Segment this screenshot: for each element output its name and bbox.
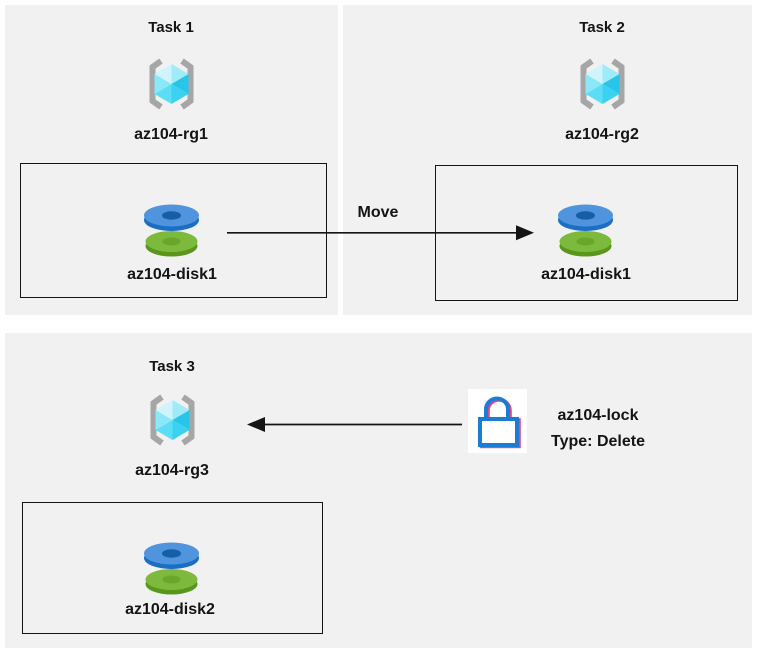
lock-name-label: az104-lock bbox=[557, 407, 639, 424]
task3-disk-box bbox=[22, 502, 323, 634]
disk-icon bbox=[557, 204, 614, 257]
lock-tile bbox=[468, 389, 527, 453]
task1-panel bbox=[5, 5, 338, 315]
task3-panel bbox=[5, 333, 752, 648]
task1-disk-box bbox=[20, 163, 327, 298]
task2-resource-group-label: az104-rg2 bbox=[565, 126, 639, 143]
resource-group-icon bbox=[141, 392, 204, 449]
disk-icon bbox=[143, 204, 200, 257]
task1-resource-group-label: az104-rg1 bbox=[134, 126, 208, 143]
move-arrow-label: Move bbox=[357, 204, 399, 221]
resource-group-icon bbox=[140, 56, 203, 113]
lock-caption: az104-lock Type: Delete bbox=[551, 403, 645, 455]
resource-group-icon bbox=[571, 56, 634, 113]
lock-icon bbox=[468, 389, 527, 453]
task3-resource-group-label: az104-rg3 bbox=[135, 462, 209, 479]
task2-panel bbox=[343, 5, 752, 315]
task2-disk-label: az104-disk1 bbox=[541, 266, 631, 283]
task2-title: Task 2 bbox=[579, 19, 625, 36]
task1-disk-label: az104-disk1 bbox=[127, 266, 217, 283]
disk-icon bbox=[143, 542, 200, 595]
task1-title: Task 1 bbox=[148, 19, 194, 36]
task3-title: Task 3 bbox=[149, 358, 195, 375]
task3-disk-label: az104-disk2 bbox=[125, 601, 215, 618]
lock-type-label: Type: Delete bbox=[551, 433, 645, 450]
